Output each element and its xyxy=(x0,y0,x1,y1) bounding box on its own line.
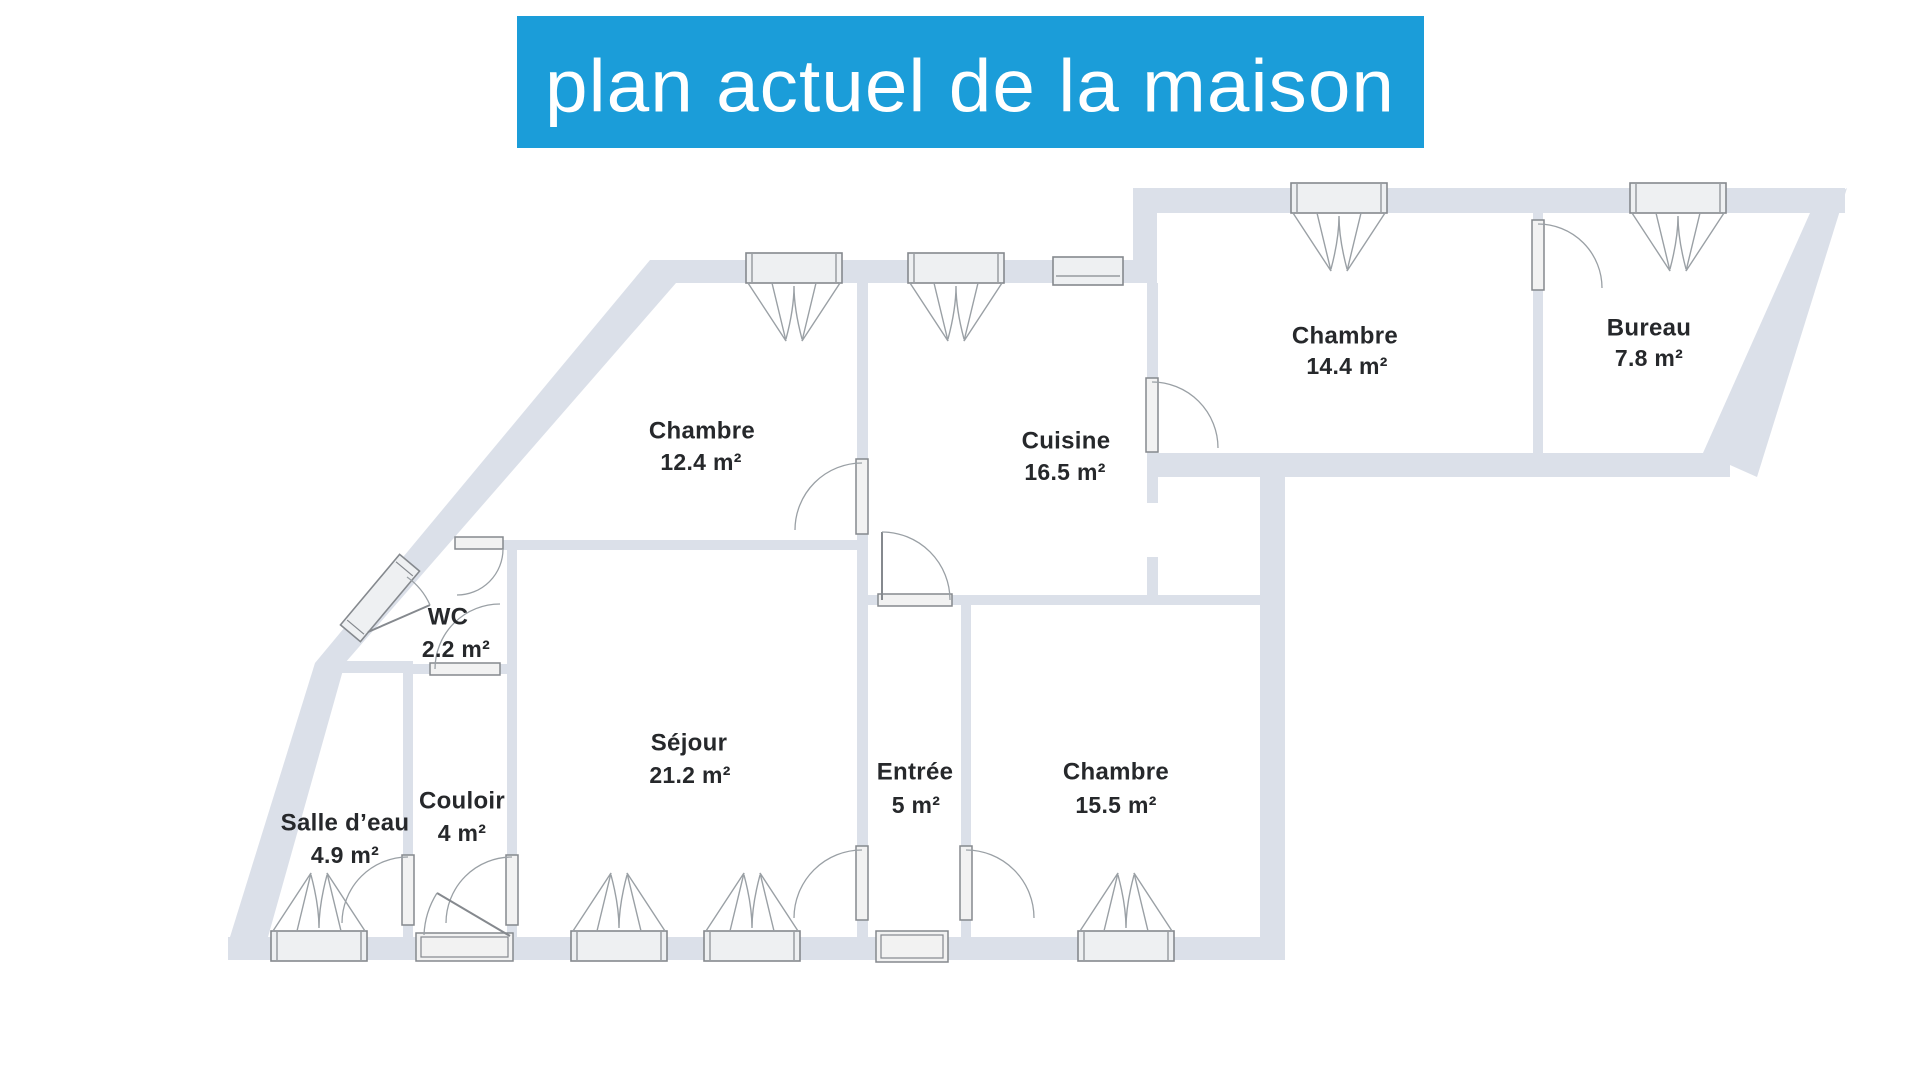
svg-text:12.4 m²: 12.4 m² xyxy=(660,449,741,475)
svg-text:21.2 m²: 21.2 m² xyxy=(649,762,730,788)
wall-cuisine-east-upper xyxy=(1147,283,1158,380)
room-label-entree: Entrée 5 m² xyxy=(877,759,954,819)
window-chambre2-top xyxy=(1290,182,1388,272)
wall-entree-east-stub xyxy=(961,920,971,937)
title-banner-background xyxy=(517,16,1424,148)
door-couloir-sejour xyxy=(445,854,519,926)
door-entree-chambre3 xyxy=(959,845,1035,921)
svg-text:Entrée: Entrée xyxy=(877,759,954,786)
wall-diagonal-right xyxy=(1703,188,1847,477)
title-banner: plan actuel de la maison xyxy=(517,16,1424,148)
room-label-couloir: Couloir 4 m² xyxy=(419,788,505,847)
door-chambre2-bureau xyxy=(1531,219,1603,291)
room-label-chambre-1: Chambre 12.4 m² xyxy=(649,418,755,476)
wall-bureau-west-stub xyxy=(1533,213,1543,222)
page-title: plan actuel de la maison xyxy=(545,45,1395,128)
windows xyxy=(270,182,1727,962)
svg-text:Couloir: Couloir xyxy=(419,788,505,815)
wall-bureau-west xyxy=(1533,290,1543,453)
wall-east-chambre-15 xyxy=(1260,453,1285,960)
wall-cuisine-east-middle xyxy=(1147,450,1158,503)
wall-cuisine-bottom-right xyxy=(950,595,1285,605)
window-cuisine-top xyxy=(907,252,1005,342)
doors xyxy=(341,219,1603,963)
svg-text:4.9 m²: 4.9 m² xyxy=(311,842,379,868)
window-wc-diagonal xyxy=(339,553,421,643)
window-bureau-top xyxy=(1629,182,1727,272)
door-front-entrance xyxy=(875,930,949,963)
door-wc-bottom xyxy=(429,603,501,676)
svg-text:5 m²: 5 m² xyxy=(892,792,941,818)
wall-cuisine-bottom-left xyxy=(868,595,880,605)
door-wc-top xyxy=(454,536,504,596)
door-cuisine-chambre1 xyxy=(794,458,869,535)
room-label-cuisine: Cuisine 16.5 m² xyxy=(1022,428,1111,486)
room-label-wc: WC 2.2 m² xyxy=(422,604,490,663)
wall-wc-bottom-left xyxy=(413,664,430,674)
svg-text:Chambre: Chambre xyxy=(1063,759,1169,786)
svg-text:14.4 m²: 14.4 m² xyxy=(1306,353,1387,379)
svg-text:Chambre: Chambre xyxy=(1292,323,1398,350)
door-cuisine-entree xyxy=(877,531,953,607)
svg-text:2.2 m²: 2.2 m² xyxy=(422,636,490,662)
svg-text:15.5 m²: 15.5 m² xyxy=(1075,792,1156,818)
svg-text:Cuisine: Cuisine xyxy=(1022,428,1111,455)
window-sejour-bottom-2 xyxy=(703,872,801,962)
wall-sejour-west-stub xyxy=(507,925,517,937)
wall-couloir-west-upper xyxy=(403,661,413,857)
svg-text:16.5 m²: 16.5 m² xyxy=(1024,459,1105,485)
window-chambre1-top xyxy=(745,252,843,342)
door-cuisine-chambre2 xyxy=(1145,377,1219,453)
svg-text:Séjour: Séjour xyxy=(651,730,727,757)
room-label-salle-eau: Salle d’eau 4.9 m² xyxy=(281,810,410,869)
svg-text:Salle d’eau: Salle d’eau xyxy=(281,810,410,837)
svg-text:Bureau: Bureau xyxy=(1607,315,1692,342)
wall-sejour-west-upper xyxy=(507,545,517,857)
wall-wc-bottom-right xyxy=(500,664,507,674)
door-sejour-entree xyxy=(793,845,869,921)
wall-top-right-wing xyxy=(1133,188,1845,213)
window-chambre3-bottom xyxy=(1077,872,1175,962)
wall-diagonal-left-lower xyxy=(230,663,345,937)
room-labels: Chambre 12.4 m² Cuisine 16.5 m² Chambre … xyxy=(281,315,1692,869)
wall-center-vertical-stub xyxy=(857,920,868,937)
svg-text:4 m²: 4 m² xyxy=(438,820,487,846)
svg-text:Chambre: Chambre xyxy=(649,418,755,445)
svg-text:WC: WC xyxy=(428,604,469,631)
wall-bottom-right-wing xyxy=(1147,453,1730,477)
svg-text:7.8 m²: 7.8 m² xyxy=(1615,345,1683,371)
room-label-sejour: Séjour 21.2 m² xyxy=(649,730,730,789)
wall-entree-east-upper xyxy=(961,605,971,850)
wall-salle-eau-top xyxy=(330,661,413,673)
window-sejour-bottom-1 xyxy=(570,872,668,962)
wall-couloir-west-stub xyxy=(403,925,413,937)
room-label-chambre-3: Chambre 15.5 m² xyxy=(1063,759,1169,819)
door-wc-diagonal xyxy=(367,576,431,633)
wall-cuisine-east-lower xyxy=(1147,557,1158,597)
window-cuisine-top-small xyxy=(1052,256,1124,286)
wall-center-vertical-middle xyxy=(857,532,868,848)
room-label-bureau: Bureau 7.8 m² xyxy=(1607,315,1692,372)
door-salle-eau xyxy=(341,854,415,926)
room-label-chambre-2: Chambre 14.4 m² xyxy=(1292,323,1398,380)
wall-chambre1-bottom xyxy=(503,540,868,550)
door-couloir-exterior xyxy=(415,892,514,962)
wall-center-vertical-upper xyxy=(857,283,868,461)
